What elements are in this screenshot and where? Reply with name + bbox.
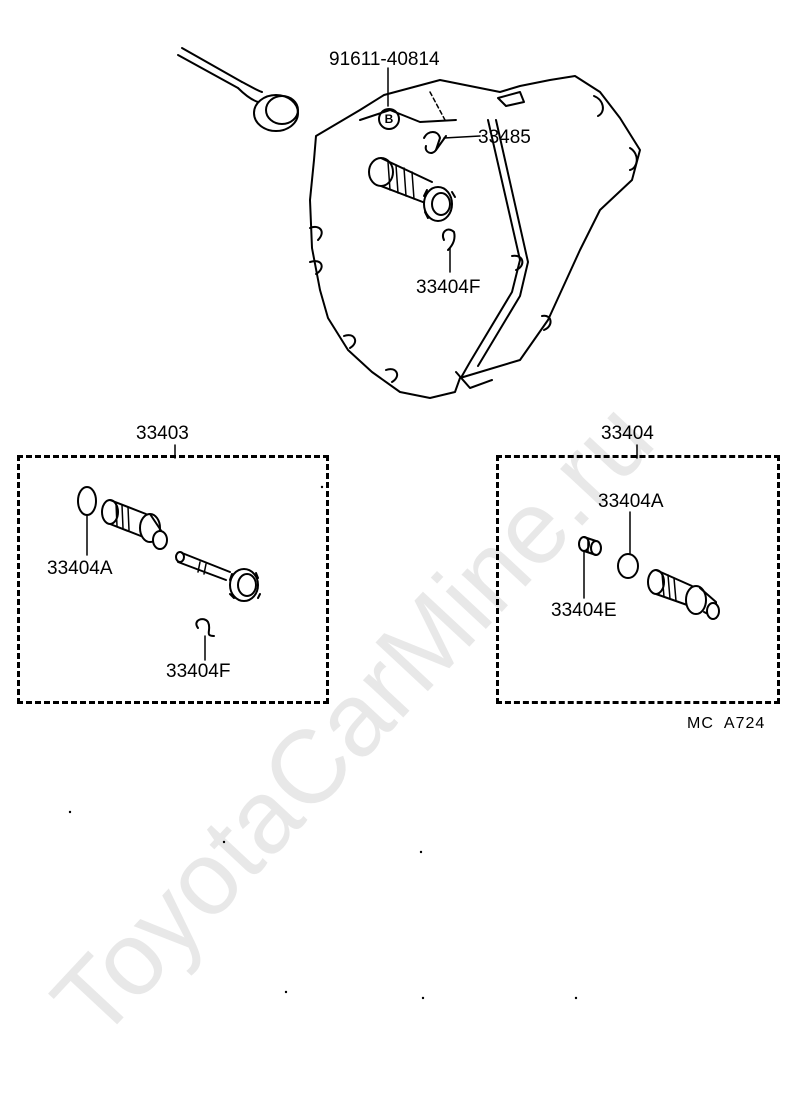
transmission-case [309,75,641,399]
diagram-code: MC A724 [687,715,766,732]
speedometer-cable [177,47,299,132]
kit-right-parts [578,511,720,620]
callout-kit-left: 33403 [136,423,189,444]
callout-kit-right: 33404 [601,423,654,444]
clip-33485-part [423,131,447,154]
kit-right-box [496,455,780,704]
callout-oring-right: 33404A [598,491,664,512]
callout-retainer-top: 33404F [416,277,481,298]
kit-left-parts [77,486,261,661]
kit-left-box [17,455,329,704]
callout-clip-top: 33485 [478,127,531,148]
callout-bolt: 91611-40814 [329,49,440,70]
driven-gear-assembly [368,157,456,222]
retainer-top-part [442,228,456,251]
callout-plug-right: 33404E [551,600,617,621]
callout-retainer-left: 33404F [166,661,231,682]
scan-dots [68,485,578,1000]
location-mark-b: B [378,108,400,130]
leader-lines-top [387,67,481,273]
callout-oring-left: 33404A [47,558,113,579]
